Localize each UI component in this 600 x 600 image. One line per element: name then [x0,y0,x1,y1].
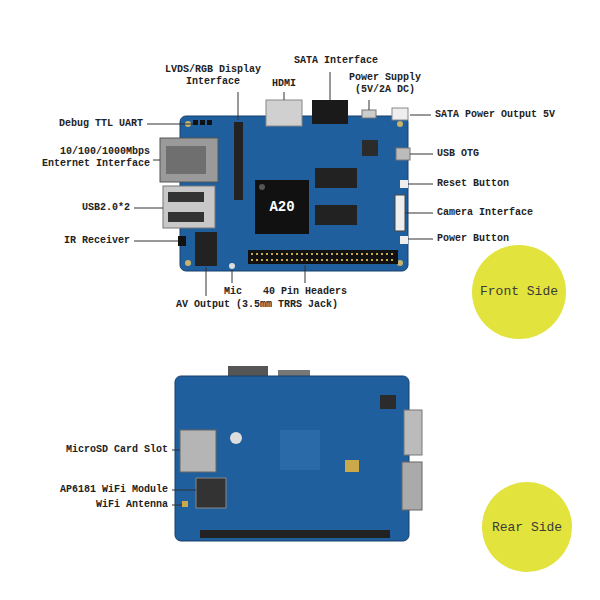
leader-lines [134,72,433,296]
leader-line [134,241,178,242]
badge-text: Rear Side [492,520,562,535]
usb-slot [168,192,204,202]
leader-lines [172,450,196,505]
callout-label: Power Button [437,233,509,245]
leader-line [238,92,239,120]
callout-label: A20 [269,199,294,215]
callout-label: USB2.0*2 [82,202,130,214]
callout-label: SATA Interface [294,55,378,67]
lvds-connector [234,122,243,200]
callout-label: WiFi Antenna [96,499,168,511]
callout-label: Power Supply (5V/2A DC) [345,72,425,96]
callout-label: IR Receiver [64,235,130,247]
callout-label: LVDS/RGB Display Interface [163,64,263,88]
mic [229,263,235,269]
usb-ports [163,186,215,228]
wifi-module [196,478,226,508]
callout-label: HDMI [272,78,296,90]
pin-header [200,530,390,538]
usb-otg-port [396,148,410,160]
pin-header [248,250,398,264]
mount-hole [397,121,403,127]
chip-mark [259,184,265,190]
side-badge: Front Side [472,245,566,339]
leader-line [172,490,196,491]
wifi-antenna [182,501,188,507]
callout-label: 10/100/1000Mbps Enternet Interface [40,146,150,170]
hdmi-port [266,100,302,126]
sata-port [312,100,348,124]
ethernet-port [166,146,206,174]
callout-label: 40 Pin Headers [263,286,347,298]
callout-label: Camera Interface [437,207,533,219]
leader-line [134,208,163,209]
leader-line [147,124,193,125]
leader-line [369,100,370,110]
capacitor [230,432,242,444]
mount-hole [185,260,191,266]
usb-slot [168,212,204,222]
callout-label: AP6181 WiFi Module [60,484,168,496]
ram-chip [315,205,357,225]
board-area [280,430,320,470]
uart-pin [207,120,212,125]
microsd-slot [180,430,216,472]
ram-chip [315,168,357,188]
ethernet-jack [160,138,218,182]
callout-label: MicroSD Card Slot [66,444,168,456]
callout-label: Reset Button [437,178,509,190]
power-button [400,236,408,244]
leader-line [284,92,285,100]
leader-line [172,505,182,506]
audio-jack [195,232,217,266]
ic-chip [380,395,396,409]
badge-text: Front Side [480,284,558,299]
ic-chip [362,140,378,156]
side-badge: Rear Side [482,482,572,572]
leader-line [410,154,433,155]
callout-label: Debug TTL UART [59,118,143,130]
leader-line [408,239,433,240]
reset-button [400,180,408,188]
leader-line [206,267,207,296]
callout-label: USB OTG [437,148,479,160]
usb-ports [404,410,422,455]
callout-label: SATA Power Output 5V [435,109,555,121]
leader-line [405,213,433,214]
camera-connector [395,195,405,231]
leader-line [305,265,306,283]
sata-power-connector [392,108,408,120]
leader-line [330,72,331,100]
ethernet-jack [402,462,422,510]
leader-line [232,270,233,283]
leader-line [408,184,433,185]
soc-chip [255,180,309,234]
callout-label: Mic [224,286,242,298]
leader-line [153,160,160,161]
rear-board [175,376,409,541]
leader-line [410,115,431,116]
ir-receiver [178,236,186,246]
power-jack [362,110,376,118]
uart-pin [200,120,205,125]
leader-line [172,450,180,451]
uart-pin [193,120,198,125]
header-pins [251,259,396,261]
callout-label: AV Output (3.5mm TRRS Jack) [176,299,338,311]
header-pins [251,253,396,255]
ic-chip [345,460,359,472]
